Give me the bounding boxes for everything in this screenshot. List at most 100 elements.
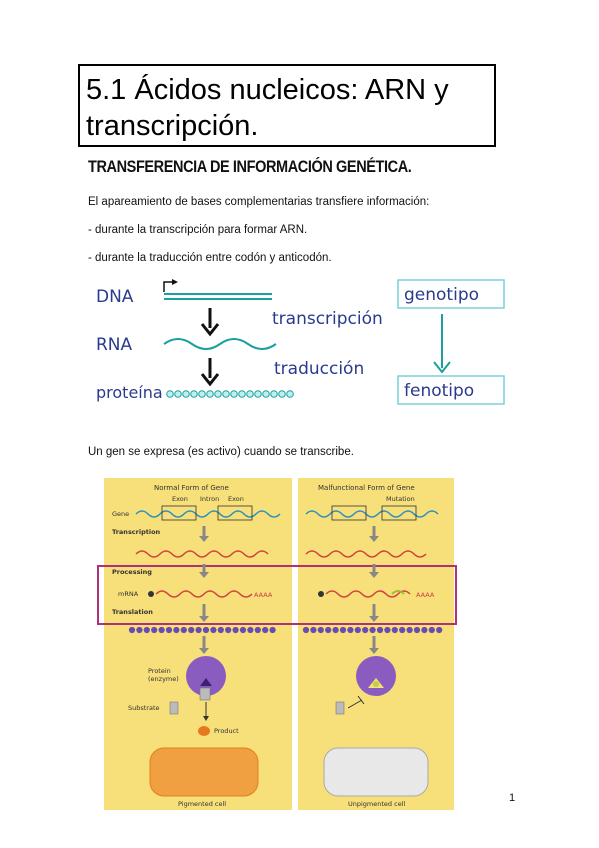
section-heading: TRANSFERENCIA DE INFORMACIÓN GENÉTICA. — [88, 158, 412, 177]
pigmented-cell-label: Pigmented cell — [178, 800, 226, 808]
bead — [217, 626, 224, 634]
bead — [262, 626, 269, 634]
bead — [391, 626, 398, 634]
substrate-icon — [169, 701, 179, 715]
bead — [254, 390, 262, 398]
bead — [174, 390, 182, 398]
bead — [210, 626, 217, 634]
bead — [230, 390, 238, 398]
bead — [166, 390, 174, 398]
bead — [413, 626, 421, 634]
protein-label: Protein — [148, 667, 171, 675]
translation-label: traducción — [274, 359, 364, 379]
bead — [269, 626, 276, 634]
bead — [354, 626, 361, 634]
transcription-label: transcripción — [272, 309, 383, 329]
paragraph-translation: - durante la traducción entre codón y an… — [88, 252, 332, 264]
bead — [143, 626, 150, 634]
bead — [384, 626, 391, 634]
translation-stage-label: Translation — [112, 608, 153, 616]
pigmented-cell-icon — [149, 747, 259, 797]
protein-bead-chain — [166, 390, 294, 398]
poly-a-tail-normal: AAAA — [254, 591, 273, 599]
rna-label: RNA — [96, 335, 133, 355]
bead — [238, 390, 246, 398]
bead — [428, 626, 435, 634]
central-dogma-diagram: DNA transcripción RNA traducción proteín… — [96, 279, 505, 405]
bead — [302, 626, 310, 634]
exon-label-1: Exon — [172, 495, 188, 503]
mutant-gene-dna — [305, 510, 439, 518]
normal-mrna — [155, 590, 253, 598]
normal-amino-acid-chain — [128, 626, 276, 634]
bead — [182, 390, 190, 398]
bead — [347, 626, 354, 634]
bead — [339, 626, 347, 634]
bead — [421, 626, 428, 634]
bead — [247, 626, 254, 634]
bead — [222, 390, 230, 398]
product-label: Product — [214, 727, 239, 735]
bead — [254, 626, 261, 634]
bead — [262, 390, 270, 398]
dna-label: DNA — [96, 287, 134, 307]
substrate-label: Substrate — [128, 704, 160, 712]
bead — [206, 390, 214, 398]
bead — [232, 626, 239, 634]
bead — [165, 626, 173, 634]
page-number: 1 — [509, 792, 516, 804]
enzyme-label: (enzyme) — [148, 675, 179, 683]
paragraph-intro: El apareamiento de bases complementarias… — [88, 196, 430, 208]
normal-enzyme-icon — [186, 656, 226, 696]
bead — [369, 626, 376, 634]
bead — [399, 626, 406, 634]
protein-label: proteína — [96, 383, 163, 402]
phenotype-label: fenotipo — [404, 381, 474, 401]
product-icon — [198, 726, 210, 736]
malfunctional-panel-title: Malfunctional Form of Gene — [318, 484, 415, 492]
title-box — [78, 64, 496, 147]
genotype-label: genotipo — [404, 285, 479, 305]
bead — [173, 626, 180, 634]
normal-gene-dna — [135, 510, 281, 518]
bead — [436, 626, 443, 634]
unpigmented-cell-icon — [323, 747, 429, 797]
bead — [310, 626, 317, 634]
paragraph-gene-expression: Un gen se expresa (es activo) cuando se … — [88, 446, 354, 458]
intron-label: Intron — [200, 495, 219, 503]
bead — [376, 626, 384, 634]
unbound-substrate-icon — [335, 701, 345, 715]
bead — [198, 390, 206, 398]
transcription-stage-label: Transcription — [112, 528, 161, 536]
bead — [246, 390, 254, 398]
bead — [362, 626, 369, 634]
mutant-mrna — [325, 590, 411, 598]
bead — [214, 390, 222, 398]
bead — [286, 390, 294, 398]
bead — [195, 626, 202, 634]
processing-highlight-box — [97, 565, 457, 625]
bead — [136, 626, 143, 634]
bead — [317, 626, 324, 634]
bead — [158, 626, 165, 634]
bead — [151, 626, 158, 634]
bead — [188, 626, 195, 634]
genotype-box — [397, 279, 505, 309]
bead — [190, 390, 198, 398]
poly-a-tail-mutant: AAAA — [416, 591, 435, 599]
defective-enzyme-icon — [356, 656, 396, 696]
bead — [202, 626, 210, 634]
unpigmented-cell-label: Unpigmented cell — [348, 800, 406, 808]
mrna-stage-label: mRNA — [118, 590, 139, 598]
bound-substrate-icon — [199, 687, 211, 701]
bead — [270, 390, 278, 398]
bead — [278, 390, 286, 398]
rna-strand — [163, 338, 277, 350]
mutant-amino-acid-chain — [302, 626, 443, 634]
bead — [225, 626, 232, 634]
gene-expression-figure: Normal Form of Gene Malfunctional Form o… — [97, 478, 457, 810]
normal-panel-title: Normal Form of Gene — [154, 484, 229, 492]
bead — [325, 626, 332, 634]
exon-label-2: Exon — [228, 495, 244, 503]
bead — [332, 626, 339, 634]
